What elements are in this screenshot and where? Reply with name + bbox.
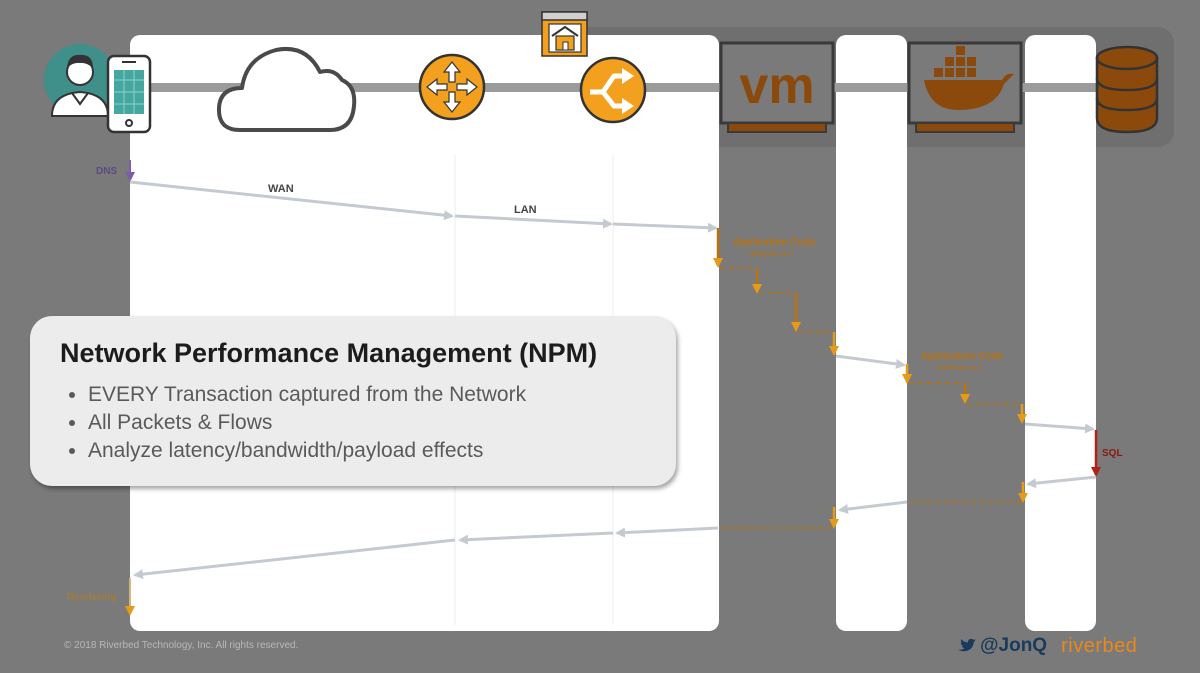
cloud-icon bbox=[216, 47, 357, 132]
lan-return-arrow bbox=[458, 531, 614, 545]
wan-return-arrow bbox=[133, 538, 456, 580]
vm-icon: vm bbox=[719, 41, 835, 133]
phone-icon bbox=[106, 54, 152, 134]
docker-to-db-arrow bbox=[1024, 422, 1095, 434]
lb-to-vm-arrow bbox=[612, 222, 718, 233]
callout-bullets: EVERY Transaction captured from the Netw… bbox=[60, 381, 646, 465]
twitter-icon bbox=[958, 638, 976, 652]
app-code-2-sublabel: (Methods etc.) bbox=[937, 365, 982, 372]
router-icon bbox=[418, 53, 486, 121]
dns-label: DNS bbox=[96, 166, 117, 177]
callout-bullet: EVERY Transaction captured from the Netw… bbox=[88, 381, 646, 409]
app-lane-2 bbox=[1025, 35, 1096, 631]
db-return-arrow bbox=[1026, 475, 1097, 489]
user-icon bbox=[44, 44, 116, 117]
rendering-label: Rendering bbox=[67, 592, 116, 603]
database-icon bbox=[1095, 45, 1159, 134]
copyright: © 2018 Riverbed Technology, Inc. All rig… bbox=[64, 640, 299, 651]
sql-label: SQL bbox=[1102, 448, 1123, 459]
docker-icon bbox=[907, 41, 1023, 133]
wan-request-arrow bbox=[129, 180, 454, 221]
lan-request-arrow bbox=[454, 214, 613, 229]
vm-logo: vm bbox=[739, 57, 814, 115]
app-code-1-label: Application Code bbox=[733, 237, 816, 248]
load-balancer-icon bbox=[579, 56, 647, 124]
lan-label: LAN bbox=[514, 204, 537, 216]
building-icon bbox=[541, 11, 588, 57]
vm-to-docker-arrow bbox=[835, 354, 906, 369]
docker-return-arrow bbox=[838, 500, 908, 515]
wan-label: WAN bbox=[268, 183, 294, 195]
app-lane-1 bbox=[836, 35, 907, 631]
footer-branding: @JonQ riverbed bbox=[958, 634, 1137, 658]
app-code-1-sublabel: (Methods etc.) bbox=[749, 251, 794, 258]
twitter-handle[interactable]: @JonQ bbox=[980, 635, 1048, 656]
callout-bullet: Analyze latency/bandwidth/payload effect… bbox=[88, 437, 646, 465]
brand-logo: riverbed bbox=[1061, 634, 1138, 657]
npm-callout: Network Performance Management (NPM) EVE… bbox=[30, 316, 676, 486]
callout-title: Network Performance Management (NPM) bbox=[60, 338, 598, 368]
app-code-2-label: Application Code bbox=[921, 351, 1004, 362]
callout-bullet: All Packets & Flows bbox=[88, 409, 646, 437]
vm-return-arrow bbox=[615, 526, 719, 538]
